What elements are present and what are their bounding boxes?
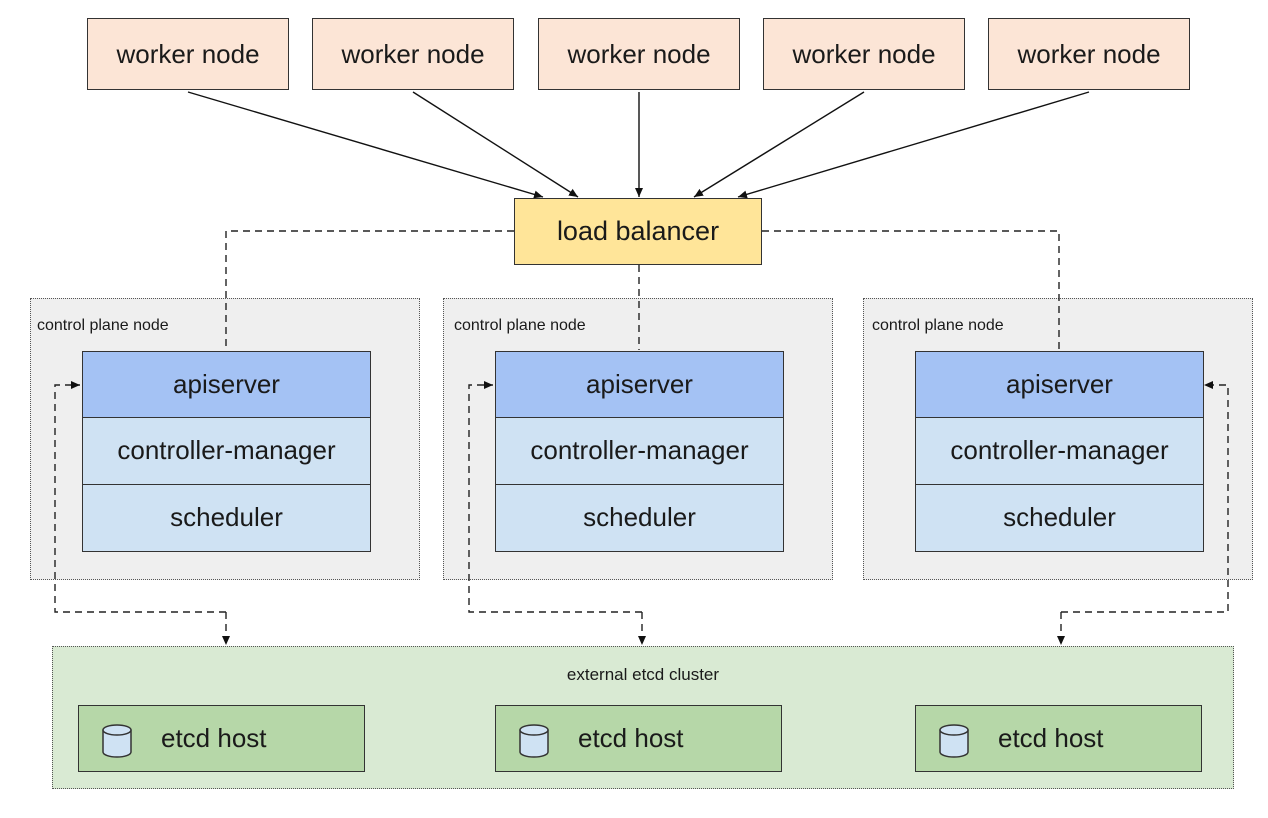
controller-manager: controller-manager [83, 418, 370, 485]
worker-node-label: worker node [567, 38, 711, 69]
worker-node-label: worker node [792, 38, 936, 69]
etcd-host-3: etcd host [915, 705, 1202, 772]
load-balancer: load balancer [514, 198, 762, 265]
control-plane-label: control plane node [37, 317, 169, 334]
etcd-host-1: etcd host [78, 705, 365, 772]
worker-node-3: worker node [538, 18, 740, 90]
worker-node-label: worker node [1017, 38, 1161, 69]
apiserver-to-etcd-lines [54, 381, 1229, 645]
lb-to-apiserver-lines [225, 230, 1060, 350]
external-etcd-cluster: external etcd cluster etcd host etcd hos… [52, 646, 1234, 789]
etcd-host-label: etcd host [998, 723, 1104, 753]
worker-node-2: worker node [312, 18, 514, 90]
etcd-cluster-label: external etcd cluster [566, 665, 720, 684]
control-plane-stack: apiserver controller-manager scheduler [495, 351, 784, 552]
etcd-host-2: etcd host [495, 705, 782, 772]
control-plane-node-3: control plane node apiserver controller-… [863, 298, 1253, 580]
worker-node-label: worker node [116, 38, 260, 69]
database-cylinder-icon [939, 724, 969, 758]
control-plane-label: control plane node [872, 317, 1004, 334]
database-cylinder-icon [519, 724, 549, 758]
control-plane-stack: apiserver controller-manager scheduler [82, 351, 371, 552]
control-plane-node-1: control plane node apiserver controller-… [30, 298, 420, 580]
etcd-host-label: etcd host [161, 723, 267, 753]
controller-manager: controller-manager [916, 418, 1203, 485]
worker-node-label: worker node [341, 38, 485, 69]
worker-node-1: worker node [87, 18, 289, 90]
worker-to-lb-arrows [187, 91, 1090, 199]
scheduler: scheduler [496, 484, 783, 551]
control-plane-node-2: control plane node apiserver controller-… [443, 298, 833, 580]
control-plane-stack: apiserver controller-manager scheduler [915, 351, 1204, 552]
control-plane-label: control plane node [454, 317, 586, 334]
apiserver: apiserver [916, 352, 1203, 419]
apiserver: apiserver [83, 352, 370, 419]
etcd-host-label: etcd host [578, 723, 684, 753]
controller-manager: controller-manager [496, 418, 783, 485]
worker-node-5: worker node [988, 18, 1190, 90]
apiserver: apiserver [496, 352, 783, 419]
database-cylinder-icon [102, 724, 132, 758]
worker-node-4: worker node [763, 18, 965, 90]
scheduler: scheduler [83, 484, 370, 551]
load-balancer-label: load balancer [556, 216, 720, 246]
scheduler: scheduler [916, 484, 1203, 551]
